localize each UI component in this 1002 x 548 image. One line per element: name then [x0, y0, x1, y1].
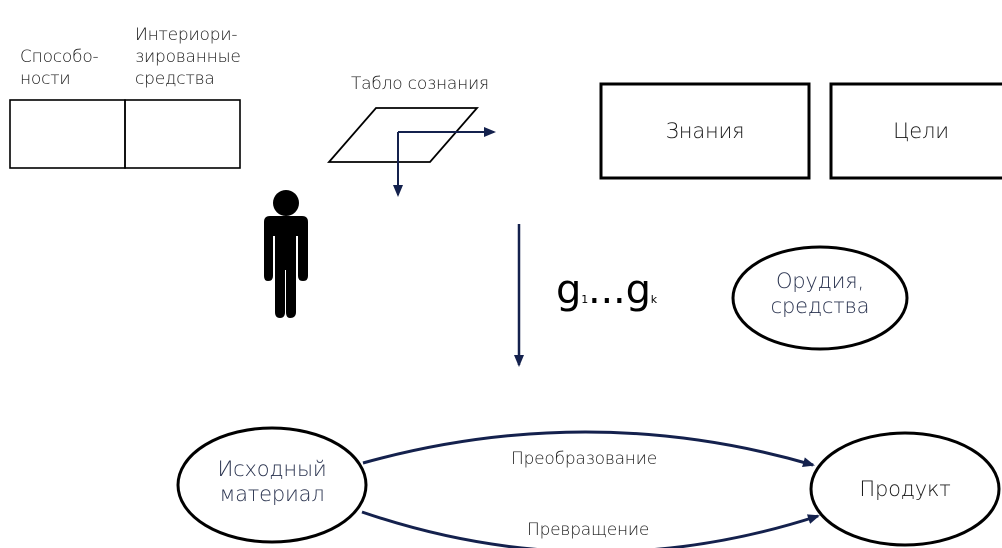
consciousness-board-shape	[327, 107, 479, 163]
person-icon	[264, 190, 308, 318]
source-material-ellipse	[176, 426, 368, 544]
g-start-subscript: 1	[581, 293, 589, 306]
goals-box	[829, 82, 1002, 180]
product-ellipse	[809, 431, 1001, 547]
conversion-label: Превращение	[527, 520, 650, 540]
source-material-label: Исходный материал	[217, 457, 327, 506]
g-ellipsis: ...	[588, 267, 626, 313]
conversion-arrow	[361, 510, 820, 548]
interiorized-means-cell	[124, 99, 241, 169]
abilities-label: Способо- ности	[20, 47, 99, 89]
operations-sequence-label: g1...gk	[556, 268, 657, 322]
knowledge-box	[599, 82, 811, 180]
abilities-cell	[9, 99, 126, 169]
g-end: g	[625, 267, 651, 313]
g-start: g	[556, 267, 582, 313]
g-end-subscript: k	[650, 293, 657, 306]
tools-ellipse	[731, 245, 909, 351]
interiorized-means-label: Интериори- зированные средства	[135, 25, 241, 89]
tools-label: Орудия, средства	[770, 269, 870, 318]
goals-label: Цели	[893, 119, 949, 143]
consciousness-board-label: Табло сознания	[351, 74, 489, 94]
knowledge-label: Знания	[665, 119, 745, 143]
product-label: Продукт	[859, 477, 951, 501]
transformation-label: Преобразование	[511, 449, 657, 469]
transformation-arrow	[362, 430, 815, 468]
